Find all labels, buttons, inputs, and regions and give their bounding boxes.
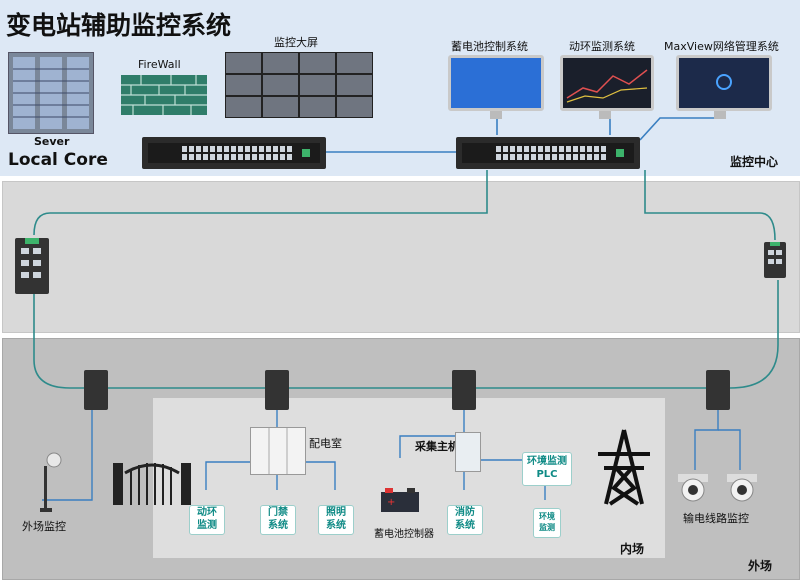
field-switch-4 bbox=[706, 370, 730, 410]
inner-field-zone bbox=[153, 398, 665, 558]
line-monitor-label: 输电线路监控 bbox=[683, 512, 749, 525]
field-switch-1 bbox=[84, 370, 108, 410]
env-system-label: 动环监测系统 bbox=[569, 40, 635, 53]
battery-controller-label: 蓄电池控制器 bbox=[374, 529, 434, 540]
power-room-label: 配电室 bbox=[309, 437, 342, 450]
svg-text:+: + bbox=[387, 497, 395, 508]
plc-box: 环境监测 PLC bbox=[522, 452, 572, 486]
field-switch-3 bbox=[452, 370, 476, 410]
env-system-monitor bbox=[560, 55, 654, 111]
video-wall-label: 监控大屏 bbox=[274, 36, 318, 49]
outer-zone-label: 外场 bbox=[748, 559, 773, 573]
page-title: 变电站辅助监控系统 bbox=[6, 11, 232, 40]
battery-system-label: 蓄电池控制系统 bbox=[451, 40, 528, 53]
monitor-stand bbox=[599, 111, 611, 119]
power-cabinet-image bbox=[250, 427, 306, 475]
core-switch-right bbox=[456, 137, 640, 169]
industrial-switch-left bbox=[15, 238, 49, 294]
core-switch-left bbox=[142, 137, 326, 169]
firewall-label: FireWall bbox=[138, 58, 181, 71]
field-switch-2 bbox=[265, 370, 289, 410]
battery-system-monitor bbox=[448, 55, 544, 111]
outdoor-monitor-label: 外场监控 bbox=[22, 520, 66, 533]
firewall-icon bbox=[121, 75, 207, 115]
battery-icon: + bbox=[381, 488, 419, 512]
monitoring-center-label: 监控中心 bbox=[730, 155, 779, 169]
transmission-tower-icon bbox=[594, 428, 654, 506]
light-box: 照明 系统 bbox=[318, 505, 354, 535]
env-box: 动环 监测 bbox=[189, 505, 225, 535]
dome-camera-icon bbox=[727, 474, 757, 502]
fire-box: 消防 系统 bbox=[447, 505, 483, 535]
ring-network-zone bbox=[2, 181, 800, 333]
server-label: Sever bbox=[34, 135, 70, 148]
inner-zone-label: 内场 bbox=[620, 542, 645, 556]
collector-label: 采集主机 bbox=[415, 440, 459, 453]
monitor-stand bbox=[714, 111, 726, 119]
server-rack-image bbox=[8, 52, 94, 134]
env-monitor-box: 环境 监测 bbox=[533, 508, 561, 538]
local-core-label: Local Core bbox=[8, 150, 108, 170]
dome-camera-icon bbox=[678, 474, 708, 502]
door-box: 门禁 系统 bbox=[260, 505, 296, 535]
monitor-stand bbox=[490, 111, 502, 119]
outdoor-camera-icon bbox=[40, 452, 64, 512]
gate-icon bbox=[113, 453, 191, 505]
industrial-switch-right bbox=[764, 242, 786, 278]
maxview-label: MaxView网络管理系统 bbox=[664, 40, 779, 53]
maxview-monitor bbox=[676, 55, 772, 111]
collector-cabinet-image bbox=[455, 432, 481, 472]
video-wall-image bbox=[224, 51, 374, 119]
